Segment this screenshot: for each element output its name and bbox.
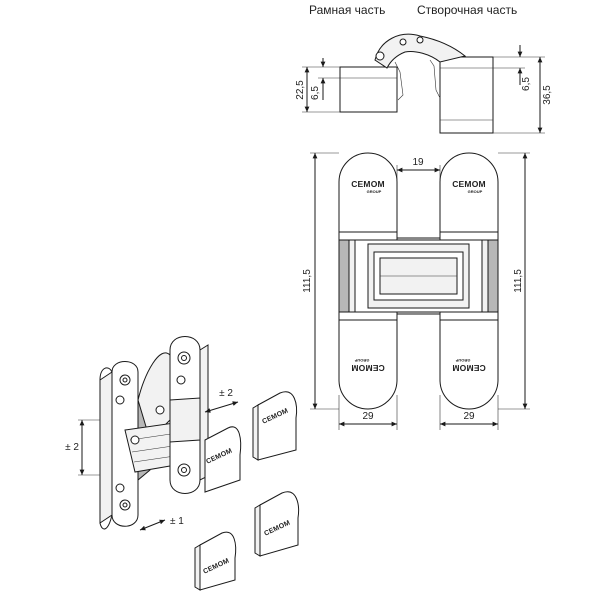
dim-gap: 19 — [412, 157, 424, 168]
dim-length-left: 111,5 — [302, 269, 313, 293]
adj-vertical: ± 2 — [65, 442, 79, 453]
isometric-view: CEMOM ± 2 ± 2 ± 1 CEMOM CEMOM CEMOM — [65, 336, 300, 591]
frame-block — [339, 66, 398, 113]
frame-part-label: Рамная часть — [309, 3, 386, 17]
logo-bottom-left: CEMOM — [351, 363, 385, 373]
dim-height-left: 22,5 — [295, 80, 306, 100]
logo-top-left: CEMOM — [351, 179, 385, 189]
logo-bottom-right: CEMOM — [452, 363, 486, 373]
cap-top — [257, 391, 298, 461]
logo-top-right: CEMOM — [452, 179, 486, 189]
logo-sub-top-right: GROUP — [468, 189, 483, 194]
dim-offset-left: 6,5 — [310, 86, 321, 100]
leaf-part-label: Створочная часть — [417, 3, 518, 17]
dim-length-right: 111,5 — [513, 269, 524, 293]
dim-offset-right: 6,5 — [521, 77, 532, 91]
logo-sub-bottom-left: GROUP — [354, 358, 369, 363]
cap-middle — [259, 491, 300, 557]
iso-attached-cap — [204, 426, 242, 493]
cap-bottom — [199, 531, 237, 591]
side-arm-mechanism — [374, 33, 467, 69]
dim-width-left: 29 — [362, 411, 374, 422]
dim-width-right: 29 — [463, 411, 475, 422]
logo-sub-top-left: GROUP — [367, 189, 382, 194]
adj-depth: ± 2 — [219, 388, 233, 399]
adj-lateral: ± 1 — [170, 516, 184, 527]
leaf-block — [439, 56, 494, 134]
side-view: 22,5 6,5 36,5 6,5 — [295, 33, 553, 134]
front-view: CEMOM GROUP CEMOM GROUP CEMOM GROUP CEMO… — [302, 152, 530, 430]
logo-sub-bottom-right: GROUP — [455, 358, 470, 363]
dim-height-right: 36,5 — [542, 85, 553, 105]
